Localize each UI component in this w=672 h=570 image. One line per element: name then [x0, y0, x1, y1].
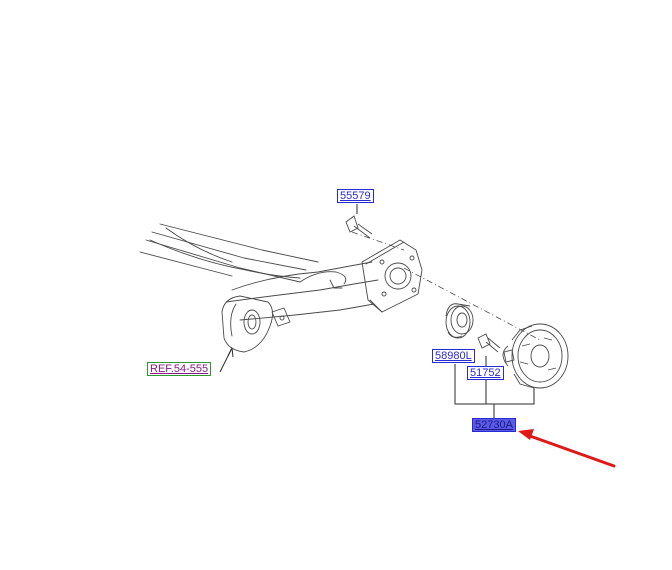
- dashed-leader-lines: [351, 231, 541, 341]
- part-label-52730a[interactable]: 52730A: [472, 418, 516, 432]
- ref-label[interactable]: REF.54-555: [147, 362, 212, 376]
- part-label-51752[interactable]: 51752: [467, 366, 504, 380]
- bracket-lines: [356, 204, 535, 418]
- hub-bearing-drawing: [502, 323, 569, 389]
- part-label-55579[interactable]: 55579: [337, 189, 374, 203]
- bolt-51752-drawing: [477, 333, 501, 353]
- bolt-55579-drawing: [345, 215, 373, 239]
- part-label-58980l[interactable]: 58980L: [432, 349, 475, 363]
- ref-leader: [219, 347, 234, 373]
- callout-arrow: [518, 429, 616, 468]
- seal-58980l-drawing: [445, 303, 474, 339]
- torsion-beam-axle: [139, 223, 423, 353]
